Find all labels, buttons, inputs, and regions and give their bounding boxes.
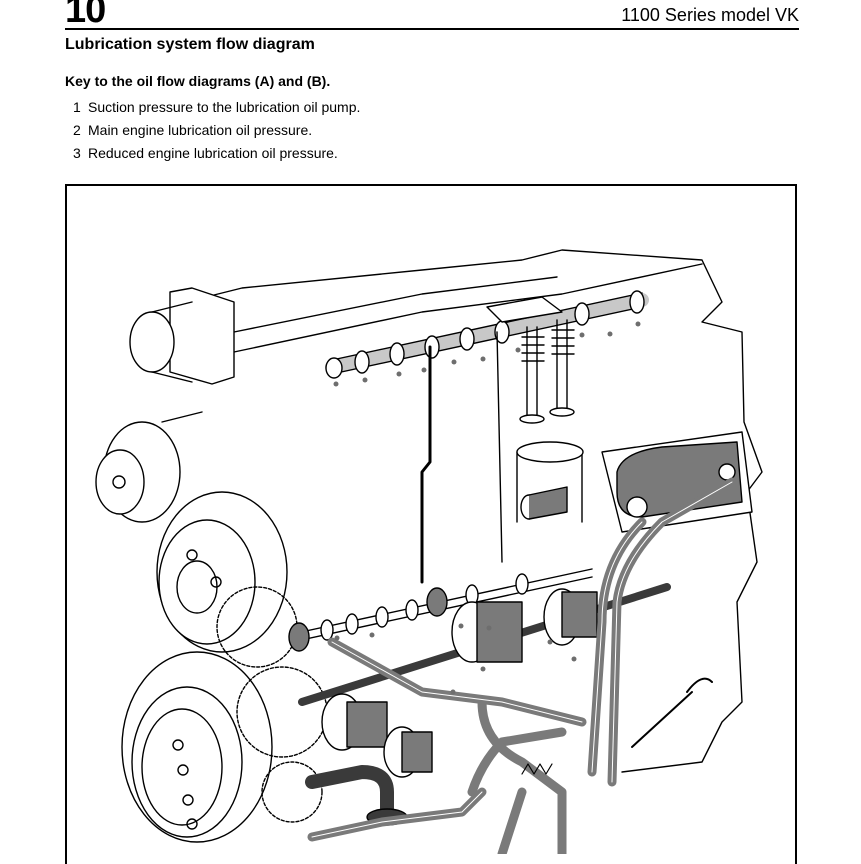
section-title: Lubrication system flow diagram [65, 36, 315, 53]
diagram-frame [65, 184, 797, 864]
idler-pulley [95, 411, 203, 523]
rocker-cover-line [233, 276, 558, 333]
engine-lubrication-diagram [95, 249, 763, 854]
key-item: 3 Reduced engine lubrication oil pressure… [73, 142, 360, 165]
valves [486, 296, 575, 424]
crankshaft-pulley [121, 651, 273, 843]
key-item: 2 Main engine lubrication oil pressure. [73, 119, 360, 142]
pushrod [496, 331, 503, 563]
lower-camshaft [288, 568, 595, 652]
key-item-text: Reduced engine lubrication oil pressure. [88, 145, 338, 161]
crankshaft [321, 588, 598, 778]
oil-drops [333, 321, 641, 695]
top-camshaft [325, 290, 649, 379]
key-item-number: 2 [73, 122, 81, 138]
water-pump-pulley [156, 491, 288, 653]
engine-block-outline [201, 249, 763, 773]
rocker-cover-line [233, 263, 703, 353]
dipstick [631, 677, 713, 748]
key-item-text: Main engine lubrication oil pressure. [88, 122, 313, 138]
key-item-number: 3 [73, 145, 81, 161]
series-label: 1100 Series model VK [621, 5, 799, 25]
key-item: 1 Suction pressure to the lubrication oil… [73, 96, 360, 119]
key-item-number: 1 [73, 99, 81, 115]
suction-pipe [305, 765, 394, 819]
pushrod [420, 345, 432, 584]
key-list: 1 Suction pressure to the lubrication oil… [73, 96, 360, 165]
oil-flow-outline [311, 481, 733, 838]
chapter-number: 10 [65, 0, 106, 31]
key-item-text: Suction pressure to the lubrication oil … [88, 99, 361, 115]
header-rule [65, 28, 799, 30]
oil-filler-cap [129, 287, 235, 385]
key-heading: Key to the oil flow diagrams (A) and (B)… [65, 73, 331, 89]
piston [516, 441, 584, 523]
relief-valve-spring [521, 763, 553, 775]
